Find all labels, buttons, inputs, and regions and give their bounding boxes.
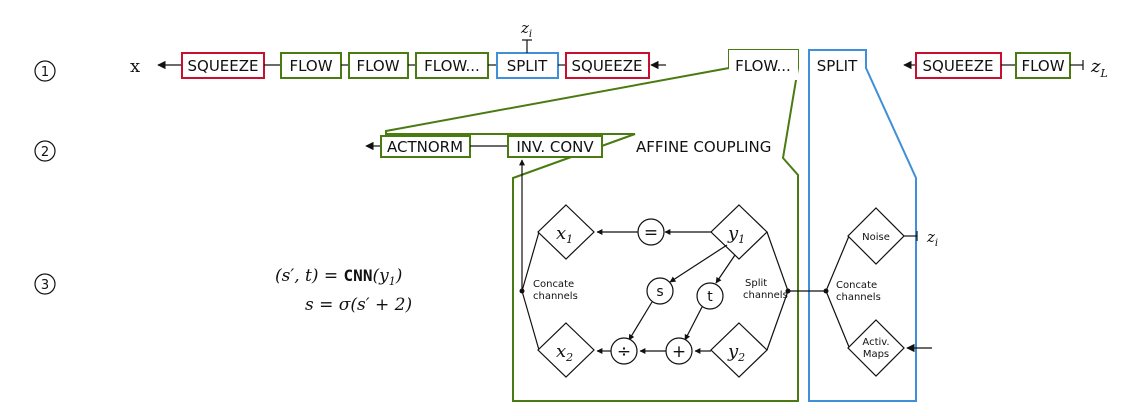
activ-label-2: Maps [863, 349, 889, 360]
concat-to-x1 [521, 231, 540, 292]
identity-op-label: = [644, 223, 658, 243]
arrow-y1-to-s [669, 244, 728, 283]
arrow-t-to-plus [684, 306, 703, 341]
flow-label-2: FLOW [356, 57, 399, 75]
divide-op-label: ÷ [617, 342, 631, 362]
x2-label: x2 [556, 341, 573, 364]
split-expansion-outline [808, 49, 917, 402]
split-channels-label-2: channels [743, 290, 788, 301]
flow-label-3: FLOW... [424, 57, 480, 75]
y2-label: y2 [727, 341, 745, 364]
split-to-y2 [766, 290, 789, 351]
flow-label-1: FLOW [289, 57, 332, 75]
split-channels-label-1: Split [745, 278, 767, 289]
zi-top-label: zi [520, 19, 532, 40]
arrow-y1-to-t [715, 254, 736, 284]
scale-op-node [646, 277, 674, 305]
invconv-box [507, 135, 603, 158]
scale-op-label: s [656, 284, 663, 300]
equation-2: s = σ(s′ + 2) [305, 295, 412, 315]
row-marker-1-label: 1 [41, 65, 49, 80]
zl-label: zL [1090, 56, 1108, 80]
squeeze-label-2: SQUEEZE [571, 57, 642, 75]
x2-node [537, 322, 595, 378]
equation-1: (s′, t) = CNN(y1) [275, 266, 402, 288]
row-marker-2: 2 [34, 140, 56, 162]
concate-label-bottom-2: channels [836, 292, 881, 303]
squeeze-label-3: SQUEEZE [922, 57, 993, 75]
concat-to-x2 [521, 290, 540, 351]
split-label-1: SPLIT [507, 57, 548, 75]
invconv-label: INV. CONV [516, 138, 594, 156]
row-marker-1: 1 [34, 60, 56, 82]
flow-expanded-label: FLOW... [735, 57, 791, 75]
translate-op-node [696, 282, 724, 310]
flow-label-4: FLOW [1021, 57, 1064, 75]
noise-node [847, 207, 905, 265]
row-marker-3-label: 3 [41, 278, 49, 293]
zi-noise-label: zi [926, 228, 938, 249]
squeeze-box-2 [565, 52, 650, 79]
noise-label: Noise [862, 232, 890, 243]
flow-box-4 [1015, 52, 1071, 79]
concate-label-top-2: Concate [836, 280, 877, 291]
flow-expanded-bg [729, 50, 798, 80]
row-marker-3: 3 [34, 273, 56, 295]
concate-label-top-1: Concate [533, 279, 574, 290]
x1-label: x1 [556, 223, 573, 246]
actnorm-label: ACTNORM [387, 138, 463, 156]
activ-label-1: Activ. [862, 337, 889, 348]
add-op-label: + [672, 342, 686, 362]
split-to-y1 [766, 231, 789, 292]
split-expanded-label: SPLIT [817, 57, 858, 75]
squeeze-label-1: SQUEEZE [187, 57, 258, 75]
y2-node [710, 322, 768, 378]
output-x-label: x [130, 56, 140, 77]
y1-node [710, 204, 768, 260]
translate-op-label: t [707, 289, 713, 305]
affine-coupling-label: AFFINE COUPLING [636, 138, 771, 156]
row-marker-2-label: 2 [41, 145, 49, 160]
y1-label: y1 [727, 223, 745, 246]
x1-node [537, 204, 595, 260]
flow-box-3 [415, 52, 489, 79]
concat2-to-activ [825, 290, 850, 348]
activ-maps-node [847, 319, 905, 377]
arrow-s-to-div [628, 301, 653, 341]
concate-label-bottom-1: channels [533, 291, 578, 302]
concat2-to-noise [825, 235, 850, 292]
